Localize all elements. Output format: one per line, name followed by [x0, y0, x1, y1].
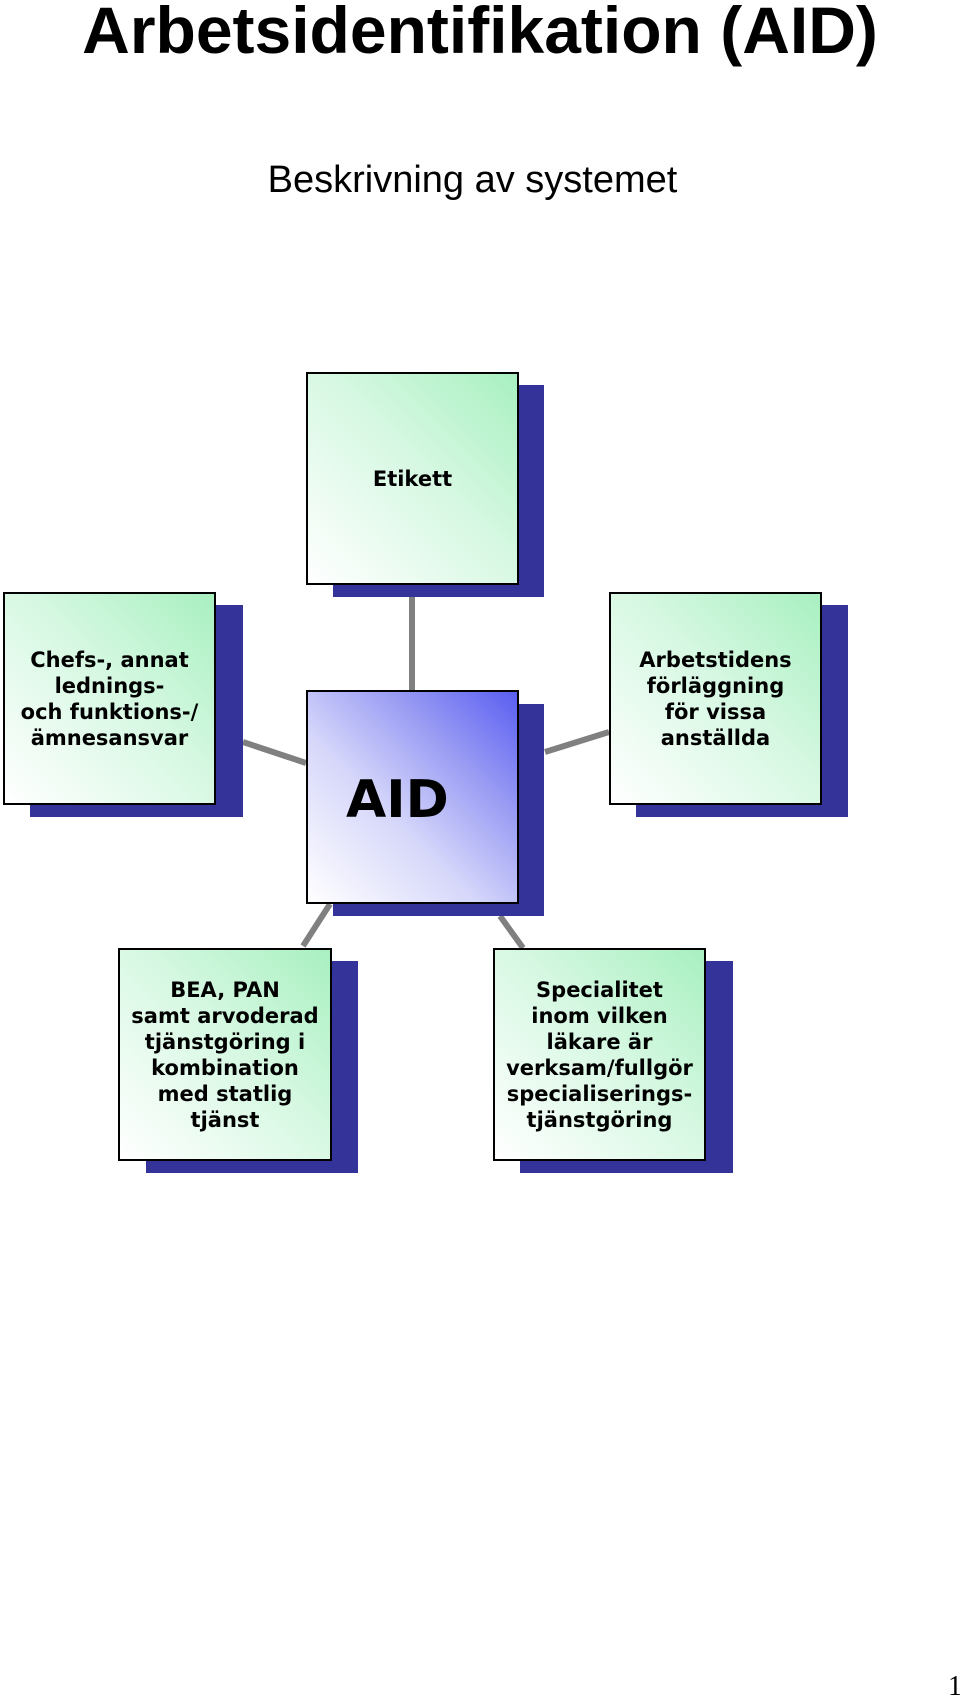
- node-right: Arbetstidens förläggning för vissa anstä…: [609, 592, 822, 805]
- connector-left: [242, 739, 307, 766]
- node-center: AID: [306, 690, 519, 904]
- connector-right: [544, 729, 610, 755]
- connector-bottom-left: [300, 902, 333, 948]
- page-subtitle: Beskrivning av systemet: [267, 159, 678, 201]
- node-bottom-right: Specialitet inom vilken läkare är verksa…: [493, 948, 706, 1161]
- page-title: Arbetsidentifikation (AID): [82, 0, 878, 67]
- node-left: Chefs-, annat lednings- och funktions-/ …: [3, 592, 216, 805]
- node-top: Etikett: [306, 372, 519, 585]
- page-number: 1: [948, 1671, 960, 1702]
- node-bottom-left: BEA, PAN samt arvoderad tjänstgöring i k…: [118, 948, 332, 1161]
- connector-bottom-right: [497, 914, 526, 950]
